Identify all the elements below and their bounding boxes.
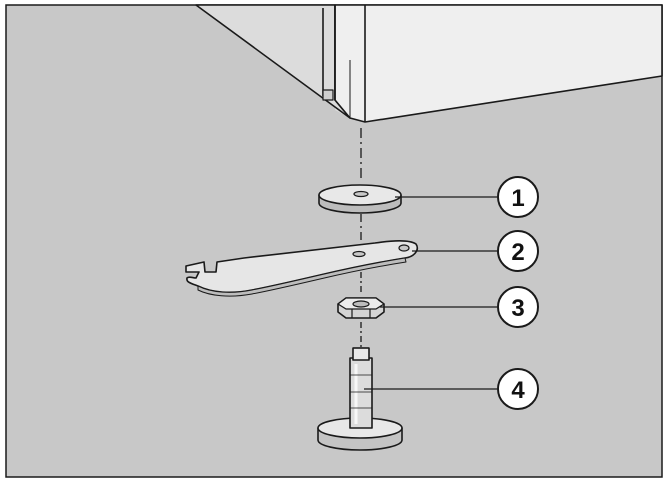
wrench-edge-shade (197, 257, 407, 297)
callout-number: 2 (511, 239, 524, 266)
wrench-part (185, 240, 419, 297)
lock-nut-part (337, 297, 385, 319)
foot-stem-tip (352, 347, 370, 361)
callout-number: 4 (511, 377, 525, 404)
callout-circle (497, 368, 539, 410)
leader-lines (364, 196, 497, 390)
adjustable-foot-part (317, 347, 403, 451)
callout-2: 2 (497, 230, 539, 272)
washer-part (318, 184, 402, 214)
callout-circle (497, 230, 539, 272)
callout-circle (497, 286, 539, 328)
callout-number: 3 (511, 295, 524, 322)
callout-1: 1 (497, 176, 539, 218)
wrench-hole (398, 244, 410, 252)
callout-circle (497, 176, 539, 218)
foot-stem (349, 357, 373, 429)
cabinet-corner (195, 4, 663, 123)
wrench-center-hole (352, 250, 366, 258)
callout-number: 1 (511, 185, 524, 212)
callout-3: 3 (497, 286, 539, 328)
callout-4: 4 (497, 368, 539, 410)
cabinet-mount-block (322, 89, 334, 101)
